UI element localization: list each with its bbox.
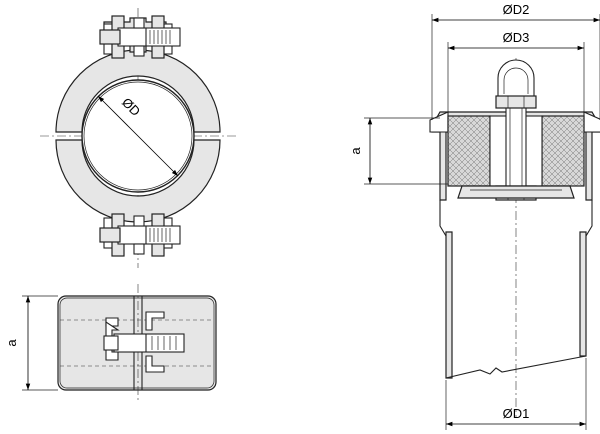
top-screw	[117, 27, 181, 47]
side-screw	[113, 333, 185, 353]
diameter-d-dimension	[97, 95, 179, 177]
diameter-d2-label: ØD2	[503, 2, 530, 17]
clamp-front-view: ØD	[40, 8, 238, 268]
seal-left	[447, 115, 491, 187]
clamp-side-view: a	[4, 284, 217, 402]
pipe-wall-right	[579, 231, 587, 357]
section-view: ØD2 ØD3 ØD1 a	[348, 2, 600, 430]
bottom-screw	[117, 225, 181, 245]
pressure-plate	[457, 185, 575, 199]
diameter-d3-label: ØD3	[503, 30, 530, 45]
pipe-wall-left	[445, 231, 453, 379]
diameter-d1-label: ØD1	[503, 406, 530, 421]
upper-half-ring	[55, 49, 221, 133]
lower-half-ring	[55, 139, 221, 223]
height-a-section-label: a	[348, 147, 363, 155]
eye-nut	[497, 59, 535, 97]
seal-right	[541, 115, 585, 187]
height-a-side-label: a	[4, 339, 19, 347]
